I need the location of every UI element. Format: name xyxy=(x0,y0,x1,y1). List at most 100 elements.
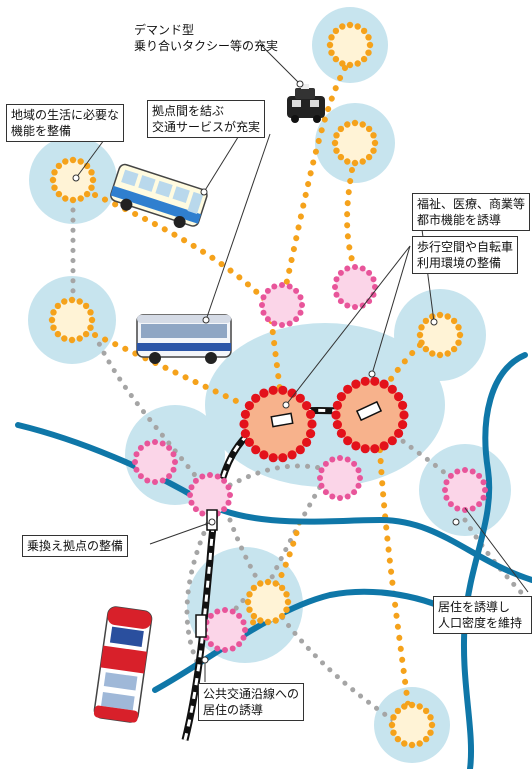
orange-hub-dot xyxy=(351,159,359,167)
demand-taxi-label: デマンド型 乗り合いタクシー等の充実 xyxy=(134,23,279,53)
pink-hub-dot xyxy=(221,477,228,484)
red-hub-dot xyxy=(251,393,261,403)
residence-density-label: 居住を誘導し 人口密度を維持 xyxy=(433,596,532,634)
pink-hub-dot xyxy=(447,501,454,508)
red-hub-dot xyxy=(379,441,389,451)
pink-hub-dot xyxy=(133,451,140,458)
red-hub-dot xyxy=(295,393,305,403)
bus-icon xyxy=(110,163,208,229)
pink-hub-dot xyxy=(207,612,214,619)
pink-hub-dot xyxy=(443,494,450,501)
orange-hub-dot xyxy=(339,23,346,30)
orange-hub xyxy=(326,21,374,69)
orange-hub-dot xyxy=(326,41,334,49)
orange-hub-dot xyxy=(76,335,83,342)
orange-hub-core xyxy=(420,315,460,355)
orange-hub-dot xyxy=(455,339,462,346)
orange-hub-dot xyxy=(62,195,69,202)
orange-hub-dot xyxy=(68,296,76,304)
orange-hub-dot xyxy=(77,158,84,165)
red-hub-dot xyxy=(244,401,254,411)
pink-hub-dot xyxy=(317,475,323,481)
orange-hub-dot xyxy=(61,298,68,305)
red-hub-dot xyxy=(295,445,305,455)
red-hub-dot xyxy=(278,385,288,395)
orange-hub xyxy=(416,311,464,359)
orange-hub-dot xyxy=(82,302,90,310)
orange-hub-dot xyxy=(88,184,95,191)
pink-hub-dot xyxy=(132,459,138,465)
pink-hub-dot xyxy=(172,459,178,465)
red-hub-dot xyxy=(360,376,370,386)
orange-hub-dot xyxy=(444,313,451,320)
pink-hub xyxy=(317,455,363,501)
pink-hub-dot xyxy=(344,265,351,272)
red-hub-dot xyxy=(287,388,297,398)
orange-hub-dot xyxy=(427,729,434,736)
pink-hub-dot xyxy=(297,294,304,301)
orange-hub-dot xyxy=(436,311,444,319)
pink-hub-dot xyxy=(166,473,173,480)
orange-hub-dot xyxy=(390,729,397,736)
pink-hub-dot xyxy=(329,456,336,463)
orange-hub-dot xyxy=(332,55,340,63)
red-hub-dot xyxy=(351,441,361,451)
orange-hub-core xyxy=(248,582,288,622)
orange-hub-dot xyxy=(339,60,346,67)
pink-hub-dot xyxy=(225,484,232,491)
pink-hub-dot xyxy=(192,477,199,484)
orange-hub-dot xyxy=(333,147,340,154)
pink-hub-dot xyxy=(144,440,151,447)
orange-hub-dot xyxy=(55,190,63,198)
orange-hub-dot xyxy=(450,317,458,325)
pink-hub-dot xyxy=(333,291,340,298)
orange-hub-dot xyxy=(272,580,279,587)
orange-hub-dot xyxy=(54,330,62,338)
taxi-icon xyxy=(287,84,325,123)
orange-hub-dot xyxy=(408,701,416,709)
pink-hub-dot xyxy=(242,627,248,633)
red-hub-dot xyxy=(387,384,397,394)
red-hub-dot xyxy=(259,388,269,398)
orange-hub-dot xyxy=(344,158,351,165)
pink-hub-dot xyxy=(260,294,267,301)
red-hub-dot xyxy=(240,429,250,439)
red-hub-dot xyxy=(268,453,278,463)
red-hub-dot xyxy=(394,428,404,438)
red-hub-dot xyxy=(251,445,261,455)
pink-hub-dot xyxy=(322,489,329,496)
pink-hub-dot xyxy=(152,439,158,445)
pink-hub-dot xyxy=(170,451,177,458)
orange-hub-dot xyxy=(332,27,340,35)
pink-hub xyxy=(332,264,378,310)
callout-lines xyxy=(75,43,529,682)
red-hub-dot xyxy=(331,410,341,420)
orange-hub-dot xyxy=(51,169,58,176)
pink-hub-dot xyxy=(332,284,338,290)
pink-hub-dot xyxy=(137,444,144,451)
orange-hub-dot xyxy=(250,584,258,592)
pink-hub-dot xyxy=(337,455,343,461)
red-hub-dot xyxy=(379,379,389,389)
orange-hub-dot xyxy=(365,153,373,161)
pink-hub-dot xyxy=(286,283,293,290)
pink-hub-dot xyxy=(293,316,300,323)
orange-hub-dot xyxy=(370,132,377,139)
orange-hub-dot xyxy=(328,34,335,41)
orange-hub-dot xyxy=(455,324,462,331)
pink-hub-dot xyxy=(454,468,461,475)
pink-hub-dot xyxy=(318,467,325,474)
pink-hub-dot xyxy=(187,492,193,498)
orange-hub-dot xyxy=(284,598,292,606)
orange-hub-dot xyxy=(359,158,366,165)
pink-hub-dot xyxy=(355,467,362,474)
orange-hub-dot xyxy=(366,41,374,49)
orange-hub-dot xyxy=(354,60,361,67)
pink-hub-dot xyxy=(222,647,228,653)
orange-hub-dot xyxy=(436,351,444,359)
orange-hub-dot xyxy=(450,345,458,353)
orange-hub-dot xyxy=(83,190,91,198)
pink-hub-dot xyxy=(214,645,221,652)
pink-hub-dot xyxy=(286,320,293,327)
pink-hub-dot xyxy=(152,479,158,485)
